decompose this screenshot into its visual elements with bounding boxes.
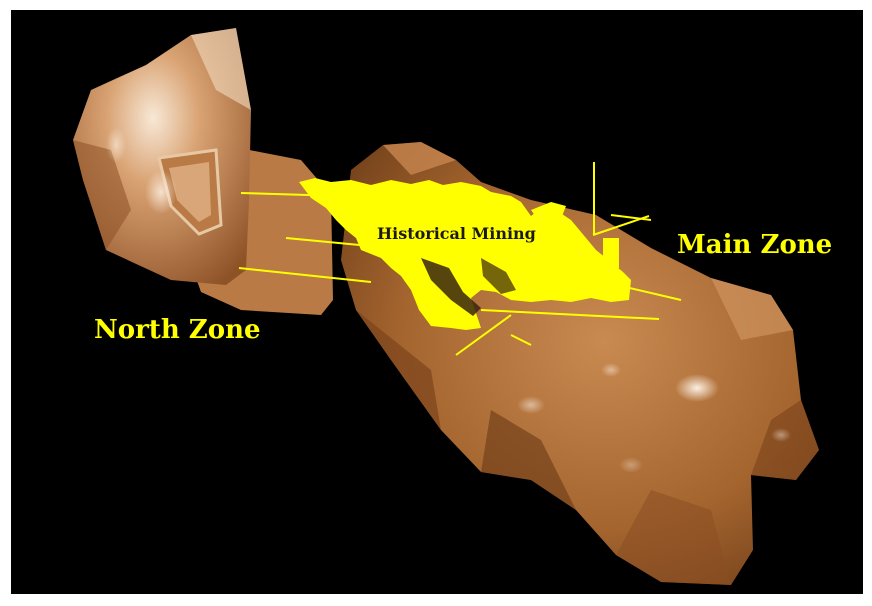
north-zone-label: North Zone (94, 315, 261, 345)
north-zone-ore-body (73, 28, 333, 315)
historical-mining-label: Historical Mining (377, 224, 536, 243)
model-viewport: North Zone Main Zone Historical Mining (11, 10, 863, 594)
main-zone-label: Main Zone (677, 230, 832, 260)
ore-body-3d-model (11, 10, 863, 594)
